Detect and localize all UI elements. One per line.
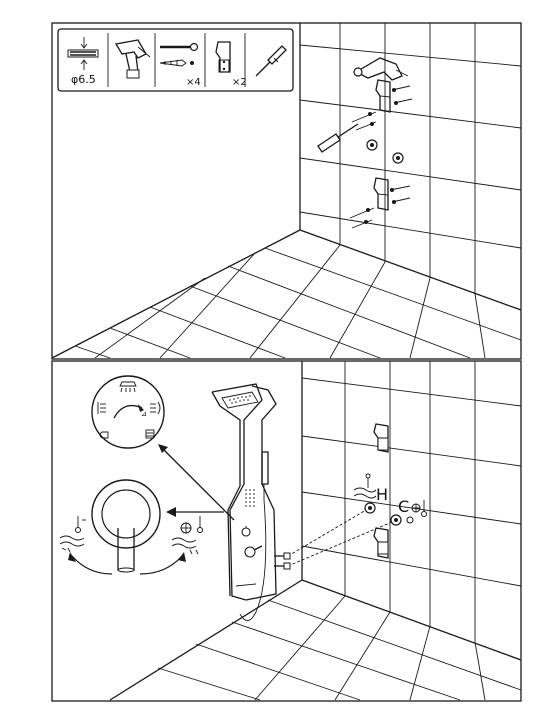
hot-inlet-pipe: [364, 502, 376, 514]
drill-size-label: φ6.5: [71, 73, 96, 86]
anchor-quantity: ×4: [186, 77, 201, 88]
bracket-quantity: ×2: [232, 77, 247, 88]
electric-drill-icon: [353, 57, 409, 81]
cold-inlet-pipe: [390, 514, 414, 526]
function-dial-icon: ⊿: [91, 375, 165, 449]
tools-box: φ6.5 ×4: [57, 28, 294, 92]
bottom-jet-mode-icon: [145, 429, 155, 439]
pointer-arrow-dial: [158, 444, 235, 521]
step-2-frame: [51, 360, 522, 702]
hand-shower-mode-icon: [99, 431, 109, 439]
screwdriver-icon: [317, 123, 359, 153]
step-2-panel: H C: [51, 360, 522, 702]
pointer-arrow-mixer: [166, 507, 224, 517]
mixer-handle-knob: [244, 546, 256, 558]
cold-inlet-label: C: [398, 497, 409, 516]
waterfall-mode-icon: [97, 402, 106, 414]
cold-water-icon: [411, 500, 427, 517]
upper-wall-bracket: [375, 79, 391, 113]
step-2-room-grid: [109, 361, 522, 701]
screw-and-anchor-icon: [159, 42, 199, 67]
step-1-panel: φ6.5 ×4: [51, 22, 522, 360]
hot-water-icon: [59, 516, 86, 553]
function-dial-knob: [241, 527, 251, 537]
lower-wall-bracket: [373, 527, 389, 559]
shower-panel-icon: [211, 383, 291, 621]
screw-and-anchor-icon: [349, 185, 411, 229]
step-1-room-grid: [51, 23, 522, 359]
body-jets: [245, 489, 255, 507]
lower-wall-bracket: [373, 177, 389, 211]
upper-wall-bracket: [373, 423, 389, 453]
step-1-frame: [51, 22, 522, 360]
hot-water-icon: [353, 473, 377, 499]
screw-and-anchor-icon: [351, 85, 413, 131]
electric-drill-icon: [114, 39, 151, 79]
hot-inlet-label: H: [376, 485, 388, 504]
rain-shower-head: [229, 395, 251, 404]
wall-bracket-icon: [215, 41, 231, 73]
mixer-rotation-arrows: [68, 552, 186, 575]
hose-connection-lines: [287, 509, 393, 567]
wall-inlet-pipes: [366, 139, 404, 164]
drill-bit-icon: [67, 37, 99, 70]
rainfall-mode-icon: [119, 381, 137, 393]
mixer-handle-icon: [91, 479, 161, 573]
cold-water-icon: [171, 516, 203, 555]
screwdriver-icon: [255, 45, 287, 77]
tools-frame: [57, 28, 294, 92]
svg-text:⊿: ⊿: [141, 410, 147, 418]
body-jet-mode-icon: [150, 401, 161, 415]
